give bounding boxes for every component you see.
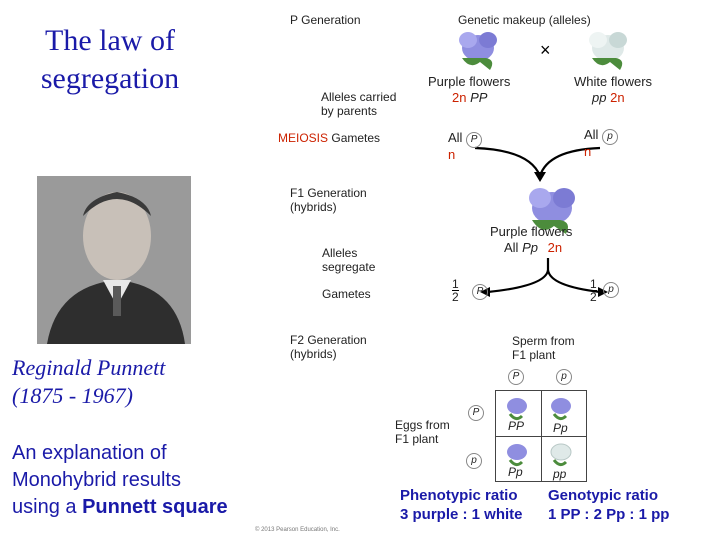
alleles-carried-line-2: by parents [321,104,378,118]
sperm-line-2: F1 plant [512,348,556,362]
alleles-carried-line-1: Alleles carried [321,90,397,104]
half-fraction-P: 1 2 [452,278,459,303]
copyright-notice: © 2013 Pearson Education, Inc. [255,527,340,533]
half-den-p: 2 [590,290,597,304]
purple-flower-icon-p [459,32,497,70]
white-flower-icon-p [589,32,627,70]
grid-flower-Pp-2 [507,444,527,467]
f2-generation-label: F2 Generation (hybrids) [290,333,367,361]
p-generation-label: P Generation [290,13,361,27]
meiosis-gametes-label: MEIOSIS Gametes [278,131,380,145]
f1-gamete-p-circle: p [603,282,619,298]
white-parent-label: White flowers pp 2n [574,74,652,106]
sperm-p-circle: p [556,369,572,385]
f1-gamete-P-circle: P [472,284,488,300]
title-line-2: segregation [40,62,180,95]
f1-generation-text: F1 Generation [290,186,367,200]
eggs-line-1: Eggs from [395,418,450,432]
f2-generation-text: F2 Generation [290,333,367,347]
punnett-square-term: Punnett square [82,496,228,518]
purple-gamete: All P n [448,130,483,162]
eggs-line-2: F1 plant [395,432,439,446]
cell-Pp-bottom: Pp [508,465,523,479]
white-gamete: All p n [584,127,619,159]
gametes-label: Gametes [331,131,381,145]
sperm-from-label: Sperm from F1 plant [512,334,575,362]
gametes-2-label: Gametes [322,287,371,301]
explain-line-3: using a Punnett square [12,494,228,521]
cell-Pp-top: Pp [553,421,568,435]
alleles-segregate-line-1: Alleles [322,246,358,260]
purple-ploidy: 2n [452,90,467,105]
grid-flower-pp [550,443,572,467]
slide-title: The law of segregation [10,22,210,98]
sperm-line-1: Sperm from [512,334,575,348]
eggs-from-label: Eggs from F1 plant [395,418,450,446]
half-den-P: 2 [452,290,459,304]
half-fraction-p: 1 2 [590,278,597,303]
f1-hybrids-text: (hybrids) [290,200,337,214]
gamete-p-circle: p [602,129,619,145]
purple-flowers-text: Purple flowers [428,74,511,89]
genotypic-ratio-value: 1 PP : 2 Pp : 1 pp [548,506,670,523]
alleles-segregate-label: Alleles segregate [322,246,375,274]
cell-pp: pp [553,467,567,481]
egg-P-circle: P [468,405,484,421]
genotypic-ratio-block: Genotypic ratio 1 PP : 2 Pp : 1 pp [548,486,669,524]
f1-phenotype-label: Purple flowers All Pp 2n [490,224,572,256]
explanation-text: An explanation of Monohybrid results usi… [12,440,228,521]
portrait-image [37,176,191,344]
caption-name: Reginald Punnett [12,355,166,380]
punnett-square [495,390,587,482]
white-ploidy: 2n [610,90,625,105]
phenotypic-ratio-title: Phenotypic ratio [400,487,518,504]
alleles-carried-label: Alleles carried by parents [321,90,396,118]
half-num-p: 1 [590,277,597,291]
cross-symbol: × [540,40,551,60]
f1-all-text: All [504,240,519,255]
genetic-makeup-label: Genetic makeup (alleles) [458,13,591,27]
portrait-caption: Reginald Punnett (1875 - 1967) [12,354,165,410]
purple-flower-icon-f1 [529,188,575,234]
all-label-purple: All [448,130,463,145]
phenotypic-ratio-value: 3 purple : 1 white [400,506,523,523]
white-flowers-text: White flowers [574,74,653,89]
grid-flower-Pp-1 [551,398,571,421]
title-line-1: The law of [45,24,175,57]
caption-years: (1875 - 1967) [12,383,133,408]
genotypic-ratio-title: Genotypic ratio [548,487,659,504]
punnett-portrait [37,176,191,344]
f1-genotype: Pp [522,240,538,255]
purple-genotype: PP [470,90,488,105]
half-num-P: 1 [452,277,459,291]
f1-ploidy: 2n [547,240,563,255]
f1-purple-text: Purple flowers [490,224,573,239]
phenotypic-ratio-block: Phenotypic ratio 3 purple : 1 white [400,486,523,524]
sperm-P-circle: P [508,369,524,385]
explain-prefix: using a [12,496,83,518]
grid-flower-PP [507,398,527,421]
meiosis-label: MEIOSIS [278,131,329,145]
alleles-segregate-line-2: segregate [322,260,376,274]
gamete-P-circle: P [466,132,483,148]
explain-line-2: Monohybrid results [12,469,181,491]
purple-parent-label: Purple flowers 2n PP [428,74,510,106]
f1-generation-label: F1 Generation (hybrids) [290,186,367,214]
cell-PP: PP [508,419,525,433]
white-genotype: pp [592,90,607,105]
f2-hybrids-text: (hybrids) [290,347,337,361]
n-label-purple: n [448,147,456,162]
all-label-white: All [584,127,599,142]
explain-line-1: An explanation of [12,442,167,464]
n-label-white: n [584,144,592,159]
egg-p-circle: p [466,453,482,469]
